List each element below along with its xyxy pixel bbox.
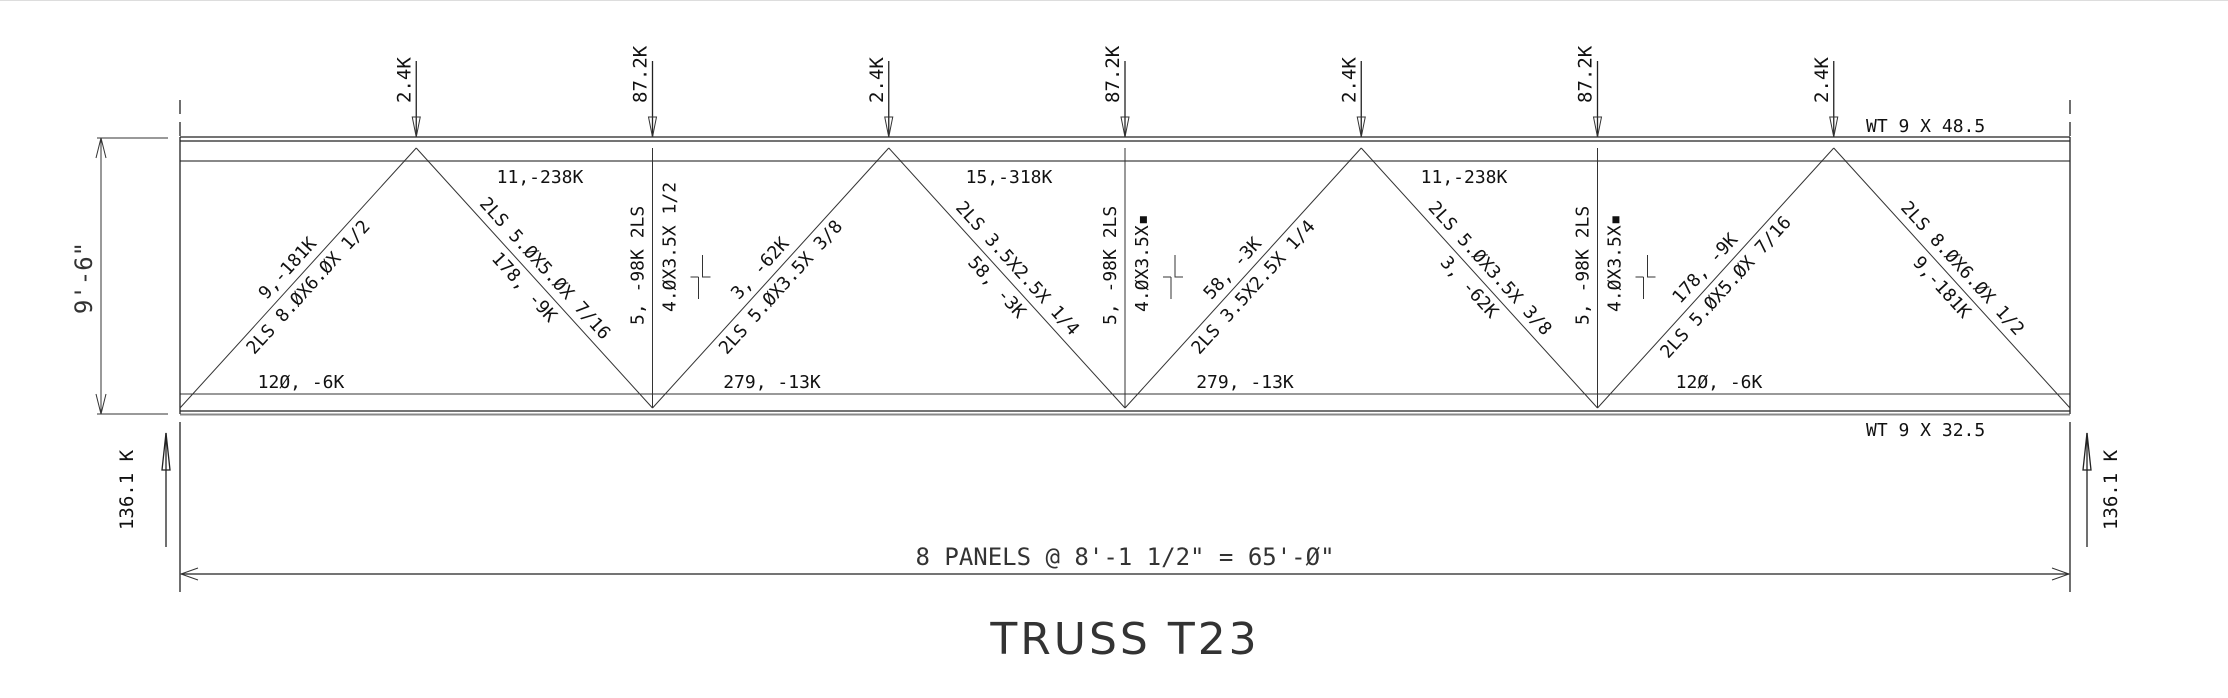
- load-label: 2.4K: [1338, 57, 1360, 103]
- arrowhead-icon: [1120, 116, 1130, 138]
- right-reaction-label: 136.1 K: [2100, 449, 2122, 530]
- top-chord-force-label: 11,-238K: [1421, 167, 1508, 188]
- diagonal-member: [179, 147, 417, 409]
- vertical-force-label: 5, -98K 2LS: [1573, 206, 1594, 325]
- bottom-chord-force-label: 279, -13K: [723, 372, 821, 393]
- load-label: 87.2K: [1575, 45, 1597, 103]
- drawing-title: TRUSS T23: [989, 614, 1259, 665]
- bottom-chord-force-label: 279, -13K: [1196, 372, 1294, 393]
- load-label: 2.4K: [866, 57, 888, 103]
- span-dimension: 8 PANELS @ 8'-1 1/2" = 65'-Ø": [179, 543, 2071, 581]
- bottom-chord-force-label: 12Ø, -6K: [258, 372, 345, 393]
- double-angle-symbol-icon: [1635, 255, 1656, 299]
- arrowhead-icon: [1356, 116, 1366, 138]
- double-angle-symbol-icon: [1163, 255, 1183, 299]
- diagonal-member: [652, 147, 890, 409]
- arrowhead-icon: [647, 116, 658, 138]
- height-dimension-label: 9'-6": [70, 242, 98, 314]
- load-label: 87.2K: [1102, 45, 1124, 103]
- arrowhead-icon: [1592, 116, 1603, 138]
- vertical-section-label: 4.ØX3.5X▪: [1605, 214, 1626, 312]
- diagonal-member: [415, 147, 653, 409]
- diagonal-member: [1597, 147, 1835, 409]
- load-label: 2.4K: [393, 57, 415, 103]
- top-chord-force-label: 15,-318K: [966, 167, 1053, 188]
- top-chord-section-label: WT 9 X 48.5: [1866, 116, 1985, 137]
- vertical-force-label: 5, -98K 2LS: [628, 206, 649, 325]
- top-chord-force-label: 11,-238K: [497, 167, 584, 188]
- diagonal-member: [1124, 147, 1362, 409]
- double-angle-symbol-icon: [690, 255, 711, 299]
- height-dimension: 9'-6": [70, 137, 168, 415]
- arrowhead-icon: [884, 116, 894, 138]
- bottom-chord-section-label: WT 9 X 32.5: [1866, 420, 1985, 441]
- vertical-section-label: 4.ØX3.5X▪: [1132, 214, 1153, 312]
- right-reaction: 136.1 K: [2082, 432, 2122, 547]
- arrowhead-icon: [1829, 116, 1839, 138]
- diagonal-member: [888, 147, 1126, 409]
- bottom-chord-force-label: 12Ø, -6K: [1676, 372, 1763, 393]
- diagonal-member: [1360, 147, 1598, 409]
- applied-loads: 2.4K 87.2K 2.4K 87.2K 2.4K 87.2K 2.4K: [393, 45, 1839, 138]
- load-label: 87.2K: [630, 45, 652, 103]
- arrowhead-icon: [411, 116, 421, 138]
- diagonal-member: [1833, 147, 2071, 409]
- span-dimension-label: 8 PANELS @ 8'-1 1/2" = 65'-Ø": [915, 543, 1334, 571]
- left-reaction: 136.1 K: [116, 432, 171, 547]
- load-label: 2.4K: [1811, 57, 1833, 103]
- left-reaction-label: 136.1 K: [116, 449, 138, 530]
- end-lines: [179, 100, 2071, 592]
- vertical-section-label: 4.ØX3.5X 1/2: [660, 182, 681, 312]
- vertical-force-label: 5, -98K 2LS: [1100, 206, 1121, 325]
